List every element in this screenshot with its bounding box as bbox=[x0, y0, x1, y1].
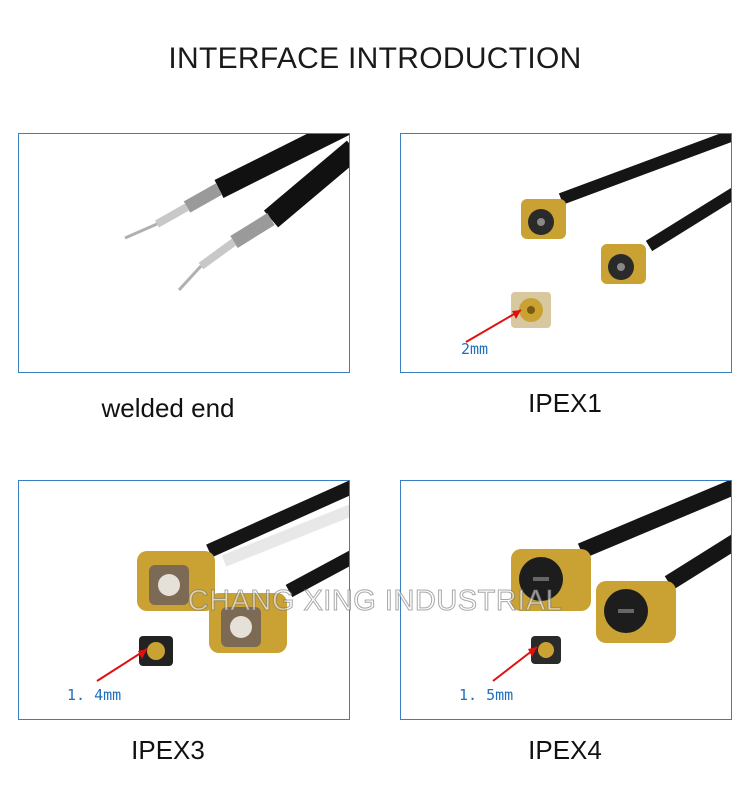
watermark-text: CHANG XING INDUSTRIAL bbox=[187, 585, 563, 618]
panel-ipex3: 1. 4mm bbox=[18, 480, 350, 720]
ipex4-connector-image bbox=[492, 481, 731, 682]
page-title: INTERFACE INTRODUCTION bbox=[168, 42, 582, 75]
ipex3-connector-image bbox=[96, 481, 349, 682]
ipex4-dimension-label: 1. 5mm bbox=[459, 686, 514, 704]
ipex1-connector-image bbox=[465, 134, 731, 343]
ipex1-dimension-label: 2mm bbox=[461, 340, 489, 358]
panel-ipex4: 1. 5mm bbox=[400, 480, 732, 720]
panel-welded-end bbox=[18, 133, 350, 373]
welded-end-cable-image bbox=[124, 134, 349, 292]
caption-ipex1: IPEX1 bbox=[528, 388, 602, 418]
caption-ipex4: IPEX4 bbox=[528, 735, 602, 765]
caption-ipex3: IPEX3 bbox=[131, 735, 205, 765]
caption-welded-end: welded end bbox=[101, 393, 235, 423]
panel-ipex1: 2mm bbox=[400, 133, 732, 373]
ipex3-dimension-label: 1. 4mm bbox=[67, 686, 122, 704]
